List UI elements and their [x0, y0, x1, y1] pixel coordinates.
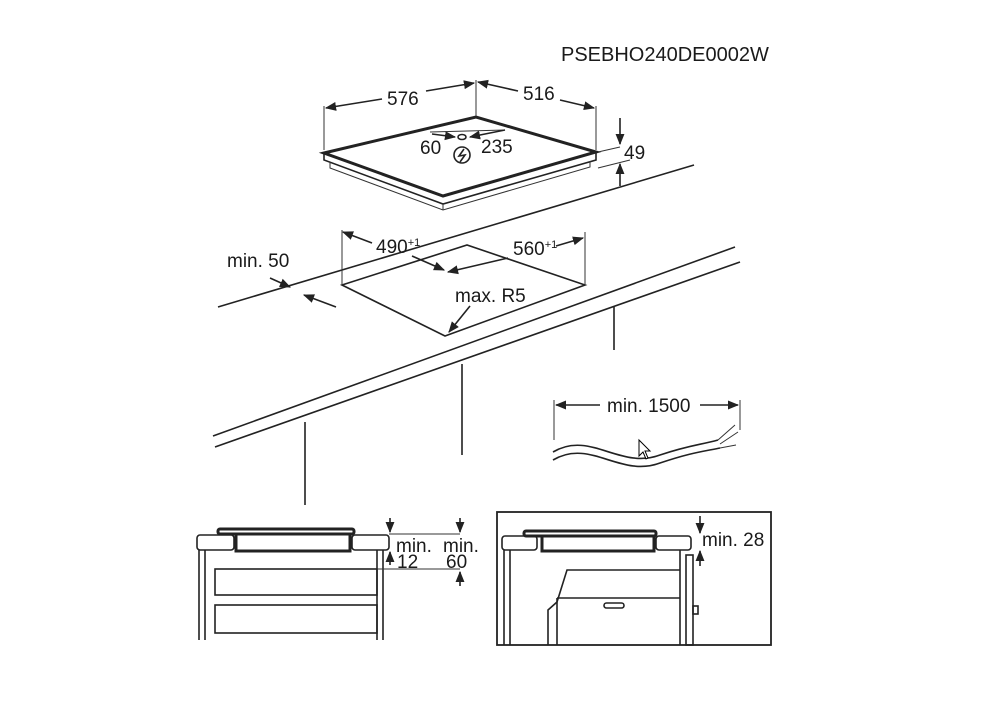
oven-gap-label: min. 28 — [702, 530, 765, 551]
gap-label-1: min. — [396, 536, 432, 557]
conn-offset-label: 60 — [420, 138, 442, 159]
hob-height-label: 49 — [624, 143, 646, 164]
cutout-depth-value: 560 — [513, 239, 545, 260]
cable-length-label: min. 1500 — [607, 396, 691, 417]
countertop-drawing — [212, 164, 741, 505]
radius-label: max. R5 — [455, 286, 526, 307]
section-drawers-drawing — [196, 518, 465, 640]
gap-label-2: min. — [443, 536, 479, 557]
cable-drawing — [552, 400, 741, 468]
model-code: PSEBHO240DE0002W — [561, 44, 769, 66]
front-distance-label: min. 50 — [227, 251, 290, 272]
cutout-depth-tolerance: +1 — [544, 239, 558, 251]
hob-width-label: 576 — [387, 89, 419, 110]
section-oven-drawing — [496, 511, 772, 646]
conn-distance-label: 235 — [481, 137, 513, 158]
hob-depth-label: 516 — [523, 84, 555, 105]
cutout-width-label: 490+1 — [376, 237, 421, 258]
hob-drawing — [318, 115, 602, 211]
cutout-width-tolerance: +1 — [407, 237, 421, 249]
power-connection-icon — [453, 146, 471, 164]
cutout-depth-label: 560+1 — [513, 239, 558, 260]
cutout-width-value: 490 — [376, 237, 408, 258]
gap-value-1: 12 — [397, 552, 419, 573]
mouse-cursor-icon — [638, 438, 652, 460]
gap-value-2: 60 — [446, 552, 468, 573]
